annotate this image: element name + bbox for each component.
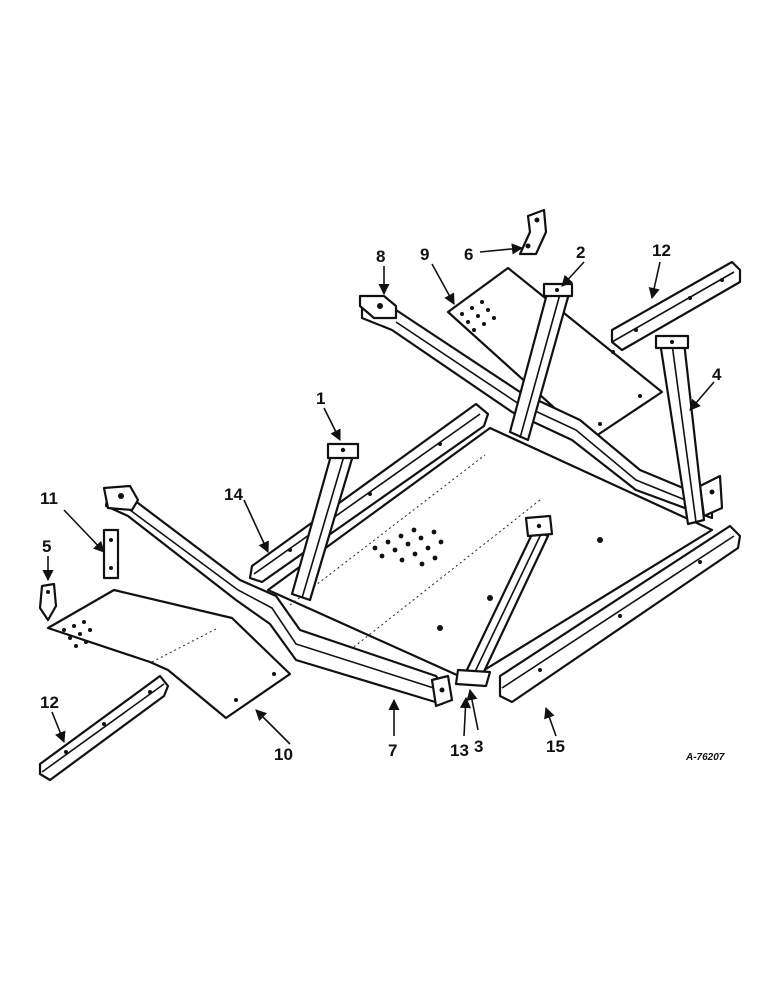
callout-10: 10: [274, 745, 293, 764]
callout-12-upper: 12: [652, 241, 671, 260]
rear-upright-right: [654, 334, 706, 526]
rear-floor-plate: [446, 266, 664, 442]
callout-6: 6: [464, 245, 473, 264]
callout-7: 7: [388, 741, 397, 760]
callout-8: 8: [376, 247, 385, 266]
diagonal-brace: [454, 514, 554, 688]
angle-iron-upper: [610, 260, 742, 352]
floor-panel: [266, 426, 714, 682]
callout-4: 4: [712, 365, 722, 384]
callout-11: 11: [40, 489, 58, 508]
callout-13: 13: [450, 741, 469, 760]
small-bracket: [518, 208, 548, 256]
mounting-strap: [102, 528, 120, 580]
small-clip: [38, 582, 58, 622]
callout-9: 9: [420, 245, 429, 264]
right-angle-rail: [498, 524, 742, 704]
front-frame-rail: [102, 484, 454, 708]
callout-12-lower: 12: [40, 693, 59, 712]
front-upright: [290, 442, 360, 602]
callout-5: 5: [42, 537, 51, 556]
callout-15: 15: [546, 737, 565, 756]
callout-14: 14: [224, 485, 243, 504]
leader-lines: [42, 243, 715, 745]
callout-1: 1: [316, 389, 325, 408]
callout-3: 3: [474, 737, 483, 756]
reference-code: A-76207: [685, 752, 725, 763]
rear-upright-left: [508, 282, 574, 442]
angle-iron-lower: [38, 674, 170, 782]
left-floor-plate: [46, 588, 292, 720]
callout-2: 2: [576, 243, 585, 262]
